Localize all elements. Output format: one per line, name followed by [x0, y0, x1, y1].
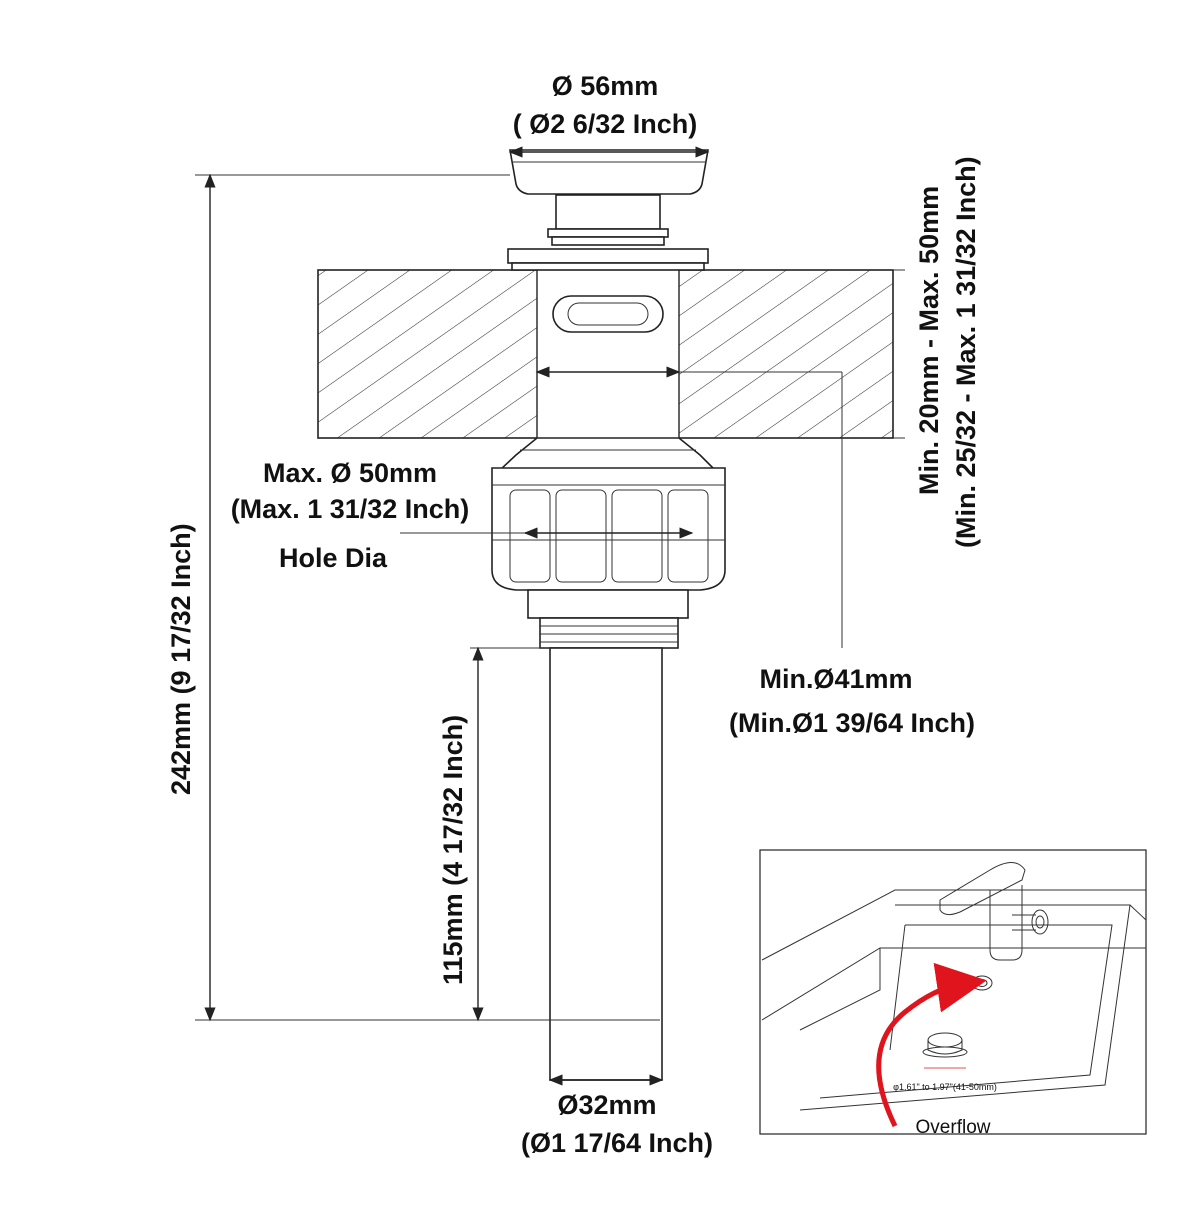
top-diameter-in: ( Ø2 6/32 Inch) [513, 109, 698, 139]
top-diameter-dimension: Ø 56mm ( Ø2 6/32 Inch) [508, 71, 710, 158]
total-height-dimension: 242mm (9 17/32 Inch) [166, 173, 660, 1022]
total-height-label: 242mm (9 17/32 Inch) [166, 523, 196, 795]
top-diameter-mm: Ø 56mm [552, 71, 659, 101]
min-diameter-dimension: Min.Ø41mm (Min.Ø1 39/64 Inch) [729, 664, 975, 738]
thickness-dimension: Min. 20mm - Max. 50mm (Min. 25/32 - Max.… [893, 156, 981, 548]
lock-nut [491, 437, 726, 649]
inset-spec-text: φ1.61" to 1.97"(41-50mm) [893, 1082, 997, 1092]
pipe-length-label: 115mm (4 17/32 Inch) [438, 715, 468, 985]
hole-max-in: (Max. 1 31/32 Inch) [231, 494, 470, 524]
overflow-label: Overflow [916, 1117, 991, 1138]
hole-diameter-dimension: Max. Ø 50mm (Max. 1 31/32 Inch) Hole Dia [231, 458, 694, 573]
pipe-length-dimension: 115mm (4 17/32 Inch) [438, 646, 550, 1022]
drain-cap [507, 149, 709, 271]
pipe-diameter-dimension: Ø32mm (Ø1 17/64 Inch) [521, 1074, 713, 1158]
min-diameter-mm: Min.Ø41mm [759, 664, 912, 694]
min-diameter-in: (Min.Ø1 39/64 Inch) [729, 708, 975, 738]
drain-body [535, 295, 843, 648]
hole-dia-label: Hole Dia [279, 543, 388, 573]
pipe-diameter-mm: Ø32mm [557, 1090, 656, 1120]
pipe-diameter-in: (Ø1 17/64 Inch) [521, 1128, 713, 1158]
popup-drain-icon [922, 1032, 968, 1058]
hole-max-mm: Max. Ø 50mm [263, 458, 437, 488]
thickness-mm: Min. 20mm - Max. 50mm [914, 186, 944, 495]
faucet [939, 862, 1049, 961]
thickness-in: (Min. 25/32 - Max. 1 31/32 Inch) [951, 156, 981, 548]
tail-pipe [549, 647, 663, 1081]
overflow-arrow [876, 962, 987, 1128]
sink-inset: φ1.61" to 1.97"(41-50mm) Overflow [759, 849, 1147, 1138]
